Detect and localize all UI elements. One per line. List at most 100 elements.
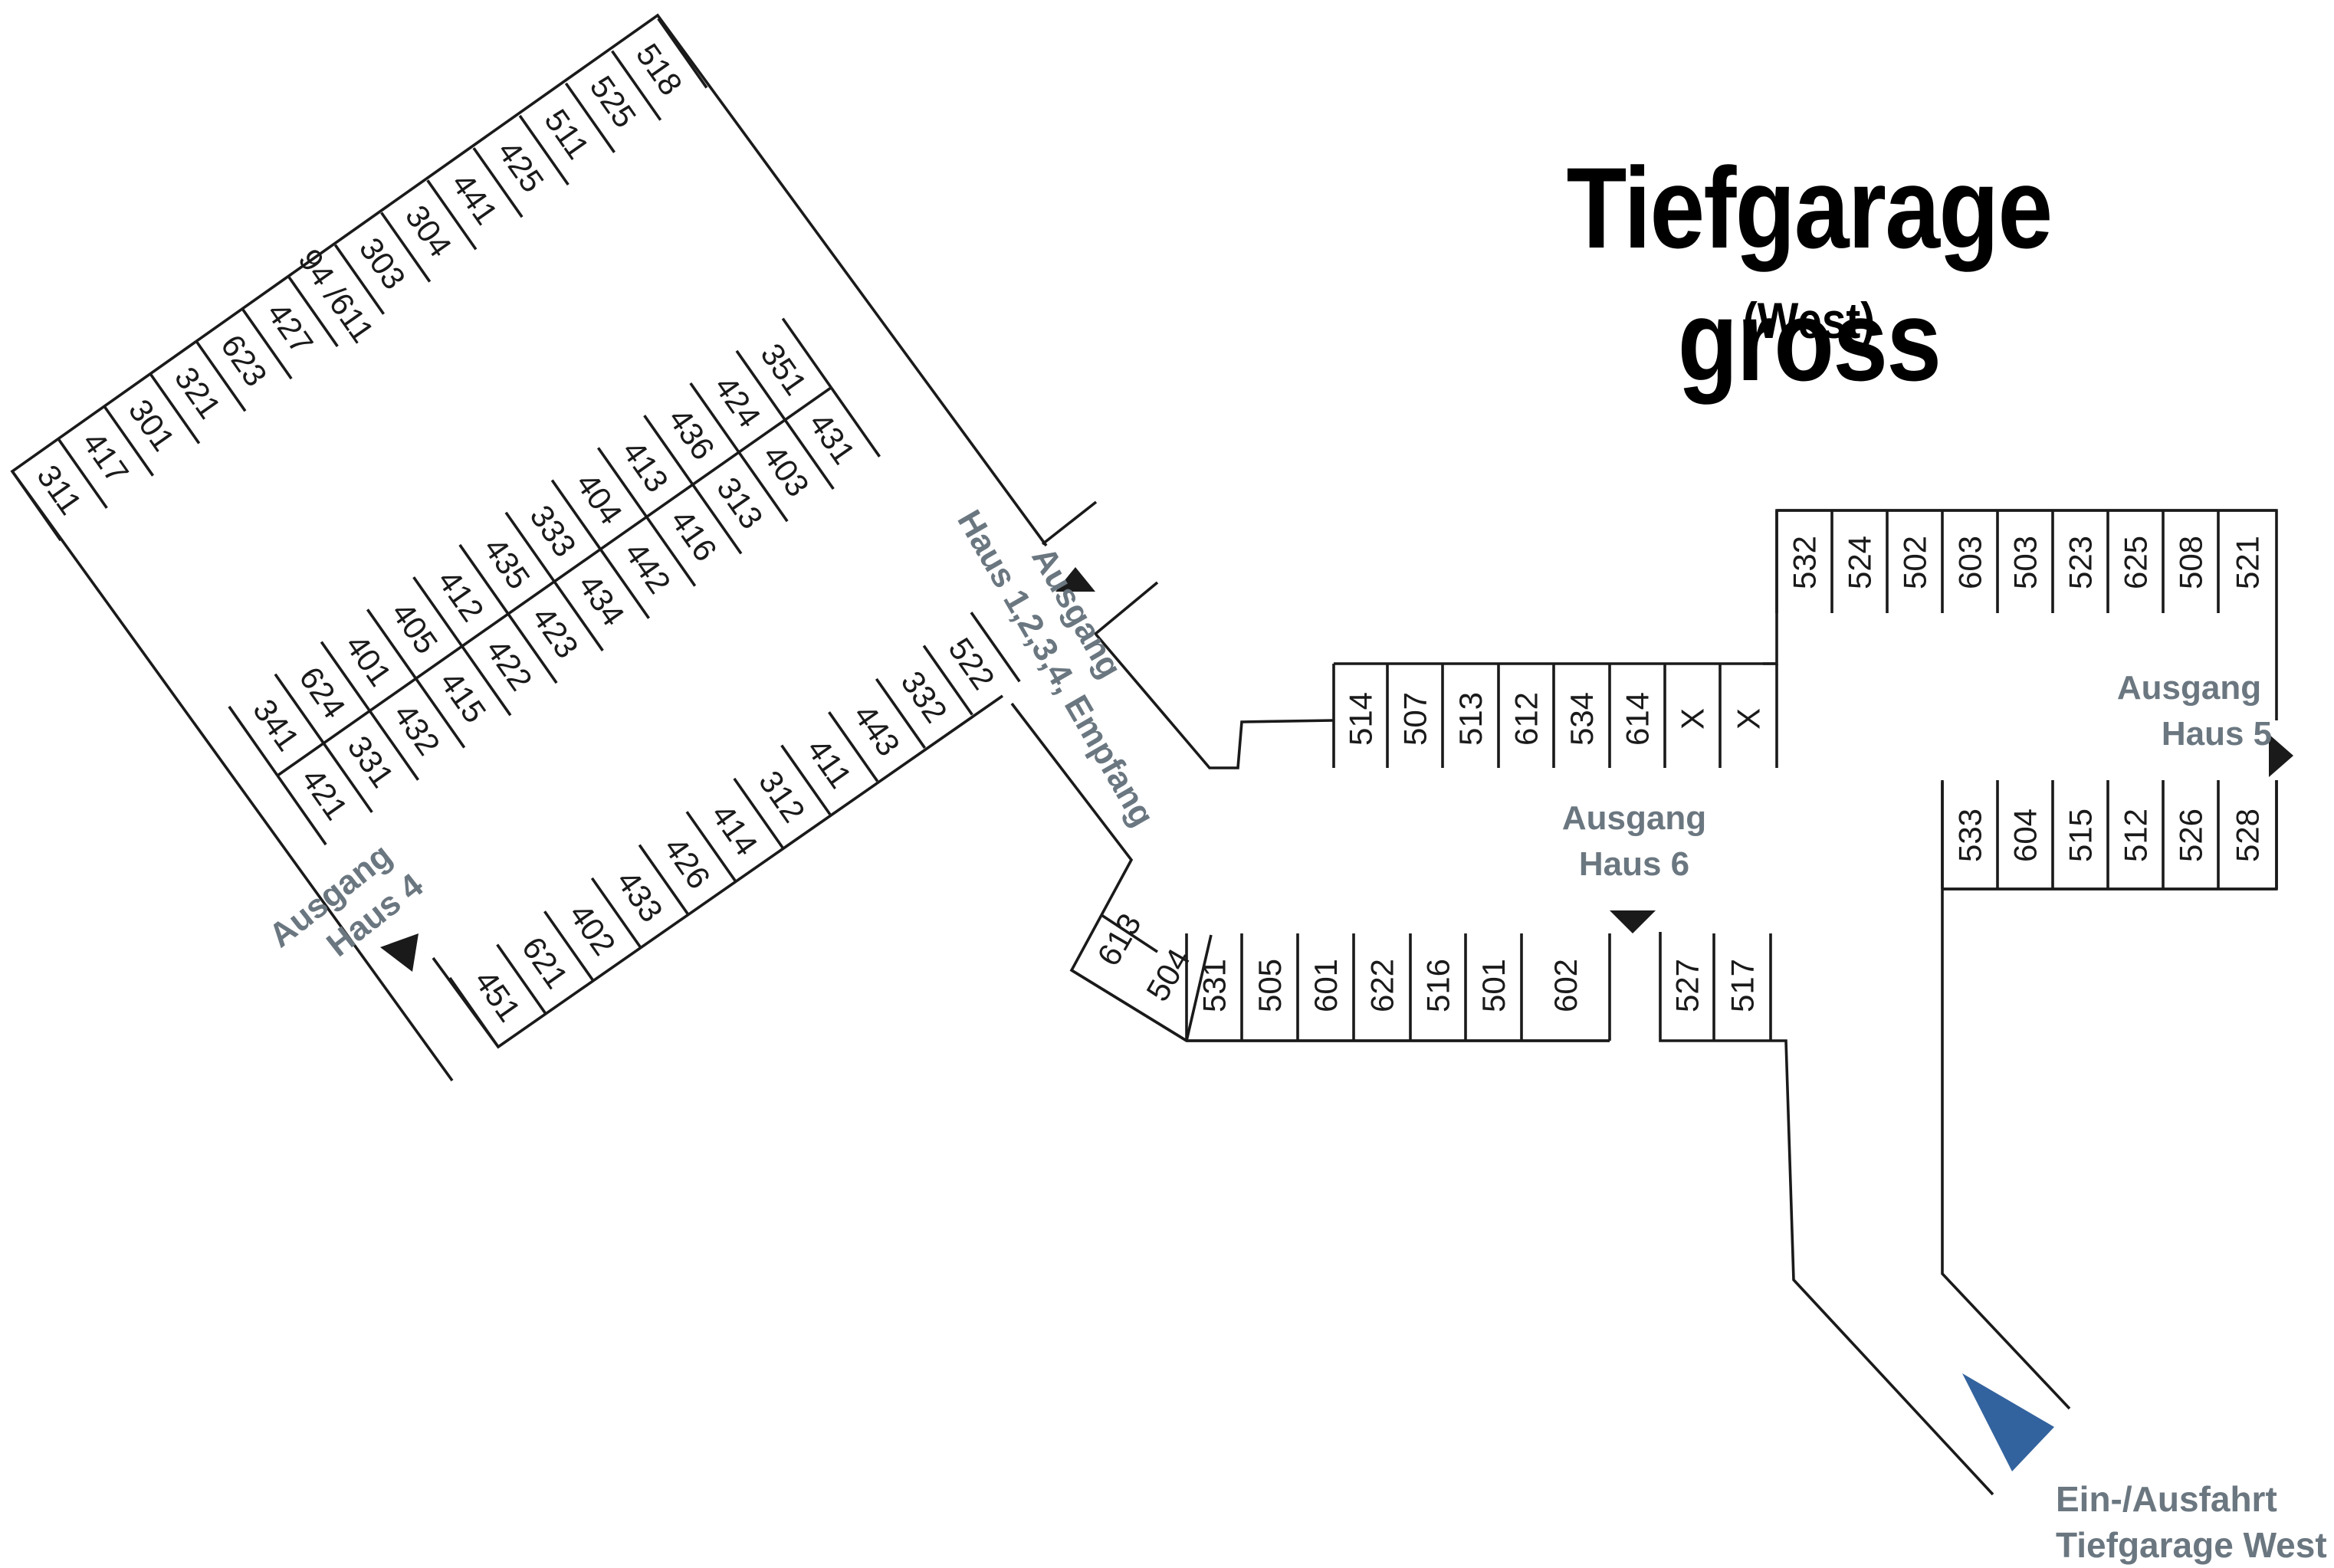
east_top-spot-4: 503 [2007, 536, 2043, 589]
west_outer-spot-4: 623 [214, 328, 274, 392]
west_mid_upper-spot-10: 424 [707, 369, 768, 434]
center_bottom-spot-5: 501 [1476, 959, 1512, 1012]
west_mid_upper-spot-0: 341 [246, 693, 307, 757]
center_bottom-spot-3: 622 [1364, 959, 1400, 1012]
west_outer-spot-7: 303 [353, 231, 413, 295]
east_top-spot-2: 502 [1897, 536, 1933, 589]
west_outer-spot-5: 427 [260, 296, 320, 360]
corner-stall-line [1101, 914, 1158, 953]
center_top-spot-4: 534 [1564, 692, 1600, 746]
center_bottom-spot-6: 602 [1548, 959, 1584, 1012]
wall-segment-6 [1659, 932, 1994, 1496]
east_bottom-spot-1: 604 [2007, 809, 2043, 862]
west_mid_upper-stall-line [504, 511, 556, 582]
exit-label-haus-6-line1: Ausgang [1562, 799, 1706, 837]
east_top-spot-5: 523 [2063, 536, 2099, 589]
west_mid_lower-spot-6: 434 [571, 568, 632, 632]
west_mid_upper-spot-11: 351 [753, 337, 814, 402]
west_mid_lower-stall-line [783, 418, 835, 490]
wall-segment-4 [1041, 500, 1098, 546]
exit-label-haus-6-line2: Haus 6 [1579, 845, 1689, 883]
west_mid_lower-stall-line [461, 645, 512, 717]
west_mid_upper-spot-9: 436 [661, 402, 722, 466]
west_mid_upper-stall-line [781, 317, 832, 389]
west_mid_lower-spot-9: 313 [710, 471, 770, 535]
west_inner-stall-line [496, 943, 547, 1015]
west_mid_lower-stall-line [737, 451, 789, 523]
west_inner-stall-line [638, 844, 689, 915]
center_top-spot-6: X [1675, 708, 1711, 730]
west_outer-stall-line [195, 341, 247, 412]
west_mid_lower-stall-line [415, 677, 466, 749]
west_mid_upper-stall-line [458, 543, 510, 615]
center_bottom-spot-1: 505 [1252, 959, 1288, 1012]
west_mid_lower-stall-line [645, 516, 697, 587]
west_outer-stall-line [57, 438, 108, 509]
west_mid_lower-stall-line [829, 386, 881, 458]
west_mid_upper-spot-4: 412 [431, 563, 491, 628]
west_outer-stall-line [611, 50, 662, 121]
west_outer-spot-8: 304 [399, 198, 459, 263]
west_inner-stall-line [922, 645, 973, 716]
wall-segment-0 [10, 13, 1048, 1082]
west_mid_upper-spot-7: 404 [570, 466, 630, 530]
west_mid_upper-spot-2: 401 [339, 628, 399, 692]
west_outer-stall-line [103, 405, 155, 477]
center_bottom-spot-2: 601 [1308, 959, 1344, 1012]
corner-stall-line [1185, 934, 1213, 1042]
west_outer-stall-line [287, 276, 339, 347]
west_mid_upper-stall-line [228, 705, 279, 777]
exit-label-haus-5-line2: Haus 5 [2162, 715, 2272, 753]
west_outer-stall-line [564, 82, 616, 153]
west_outer-spot-9: 441 [445, 166, 505, 231]
west_mid_upper-spot-1: 624 [292, 660, 353, 724]
west_outer-stall-line [380, 212, 432, 283]
west_mid_lower-spot-0: 421 [294, 762, 355, 826]
west_mid_lower-spot-11: 431 [802, 406, 862, 471]
east_top-spot-8: 521 [2230, 536, 2266, 589]
west_mid_lower-spot-3: 415 [433, 664, 494, 729]
west_inner-stall-line [875, 677, 926, 750]
west_outer-stall-line [11, 470, 62, 542]
west_outer-stall-line [333, 244, 385, 315]
east_bottom-spot-2: 515 [2063, 809, 2099, 862]
west_inner-stall-line [448, 976, 500, 1048]
west_outer-stall-line [241, 309, 293, 380]
west_outer-stall-line [472, 147, 524, 218]
west_mid_upper-stall-line [735, 349, 786, 421]
exit-label-haus-5-line1: Ausgang [2117, 669, 2261, 707]
west_inner-stall-line [543, 910, 595, 982]
center_top-spot-7: X [1731, 708, 1767, 730]
west_inner-stall-line [828, 711, 879, 782]
west_mid_upper-stall-line [412, 576, 464, 648]
west_inner-stall-line [970, 612, 1021, 683]
exit-arrow-haus-5 [2269, 734, 2293, 777]
entrance-label-line1: Ein-/Ausfahrt [2056, 1479, 2277, 1519]
west_mid_upper-stall-line [596, 447, 648, 518]
center_bottom-spot-4: 516 [1420, 959, 1456, 1012]
east_top-spot-0: 532 [1787, 536, 1823, 589]
corner-spot-1: 504 [1139, 943, 1197, 1007]
east_bottom-spot-4: 526 [2173, 809, 2209, 862]
entrance-label-line2: Tiefgarage West [2056, 1525, 2327, 1565]
west_inner-stall-line [590, 877, 642, 949]
west_mid_lower-stall-line [599, 548, 650, 619]
east_top-spot-6: 625 [2118, 536, 2154, 589]
wall-segment-7 [1941, 782, 2071, 1410]
west_mid_upper-spot-6: 333 [523, 499, 583, 563]
west_outer-spot-12: 525 [583, 70, 644, 134]
west_mid_upper-stall-line [643, 415, 694, 486]
west_outer-spot-2: 301 [122, 392, 182, 457]
west_mid_upper-stall-line [274, 673, 325, 744]
west_mid_upper-stall-line [689, 382, 740, 454]
west_mid_upper-stall-line [550, 479, 602, 550]
center_top-spot-0: 514 [1343, 692, 1379, 746]
west_mid_upper-stall-line [366, 609, 418, 680]
west_mid_lower-spot-7: 442 [618, 535, 678, 599]
center_top-spot-3: 612 [1508, 692, 1545, 746]
center_top-spot-5: 614 [1620, 692, 1656, 746]
west_mid_lower-spot-5: 423 [525, 600, 586, 664]
page-title: Tiefgarage gross [1566, 143, 2053, 405]
west_mid_lower-stall-line [553, 580, 604, 651]
